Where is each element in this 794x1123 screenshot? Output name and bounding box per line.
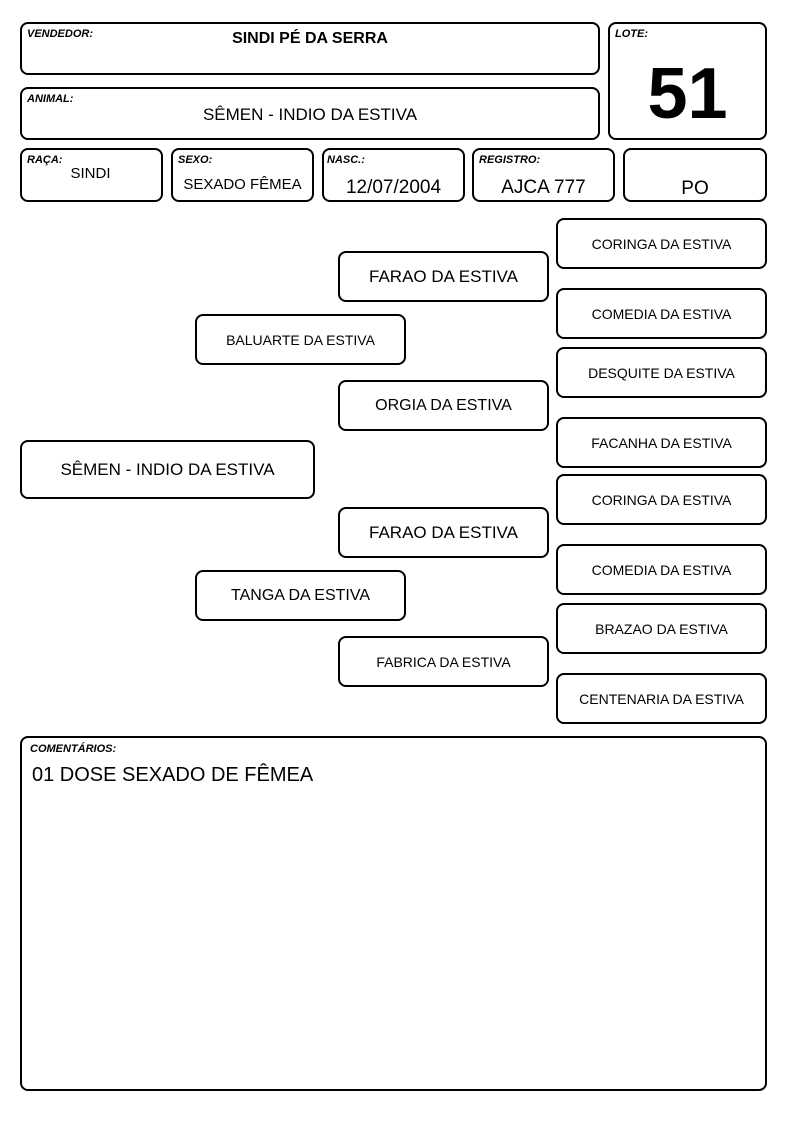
- pedigree-gg-1: CORINGA DA ESTIVA: [556, 218, 767, 269]
- pedigree-gg-6: COMEDIA DA ESTIVA: [556, 544, 767, 595]
- pedigree-dam-sire: FARAO DA ESTIVA: [338, 507, 549, 558]
- vendor-box: VENDEDOR: SINDI PÉ DA SERRA: [20, 22, 600, 75]
- registry-box: REGISTRO: AJCA 777: [472, 148, 615, 202]
- pedigree-animal: SÊMEN - INDIO DA ESTIVA: [20, 440, 315, 499]
- pedigree-sire-sire: FARAO DA ESTIVA: [338, 251, 549, 302]
- vendor-label: VENDEDOR:: [27, 28, 94, 40]
- sex-label: SEXO:: [178, 154, 213, 166]
- comments-label: COMENTÁRIOS:: [30, 743, 117, 755]
- registry-value: AJCA 777: [501, 177, 586, 198]
- pedigree-gg-4: FACANHA DA ESTIVA: [556, 417, 767, 468]
- lot-number: 51: [647, 54, 728, 134]
- birth-value: 12/07/2004: [345, 177, 442, 198]
- pedigree-gg-5: CORINGA DA ESTIVA: [556, 474, 767, 525]
- pedigree-gg-8: CENTENARIA DA ESTIVA: [556, 673, 767, 724]
- pedigree-gg-7: BRAZAO DA ESTIVA: [556, 603, 767, 654]
- category-box: PO: [623, 148, 767, 202]
- breed-box: RAÇA: SINDI: [20, 148, 163, 202]
- lot-label: LOTE:: [615, 28, 648, 40]
- breed-value: SINDI: [70, 165, 111, 182]
- comments-box: COMENTÁRIOS: 01 DOSE SEXADO DE FÊMEA: [20, 736, 767, 1091]
- animal-label: ANIMAL:: [27, 93, 74, 105]
- pedigree-sire: BALUARTE DA ESTIVA: [195, 314, 406, 365]
- comments-text: 01 DOSE SEXADO DE FÊMEA: [32, 764, 314, 786]
- pedigree-dam: TANGA DA ESTIVA: [195, 570, 406, 621]
- pedigree-dam-dam: FABRICA DA ESTIVA: [338, 636, 549, 687]
- category-value: PO: [681, 178, 709, 199]
- pedigree-gg-2: COMEDIA DA ESTIVA: [556, 288, 767, 339]
- pedigree-gg-3: DESQUITE DA ESTIVA: [556, 347, 767, 398]
- registry-label: REGISTRO:: [479, 154, 541, 166]
- birth-label: NASC.:: [327, 154, 365, 166]
- breed-label: RAÇA:: [27, 154, 63, 166]
- animal-value: SÊMEN - INDIO DA ESTIVA: [202, 105, 418, 124]
- vendor-value: SINDI PÉ DA SERRA: [232, 30, 388, 47]
- birth-box: NASC.: 12/07/2004: [322, 148, 465, 202]
- sex-box: SEXO: SEXADO FÊMEA: [171, 148, 314, 202]
- animal-box: ANIMAL: SÊMEN - INDIO DA ESTIVA: [20, 87, 600, 140]
- sex-value: SEXADO FÊMEA: [183, 176, 302, 193]
- pedigree-sire-dam: ORGIA DA ESTIVA: [338, 380, 549, 431]
- lot-box: LOTE: 51: [608, 22, 767, 140]
